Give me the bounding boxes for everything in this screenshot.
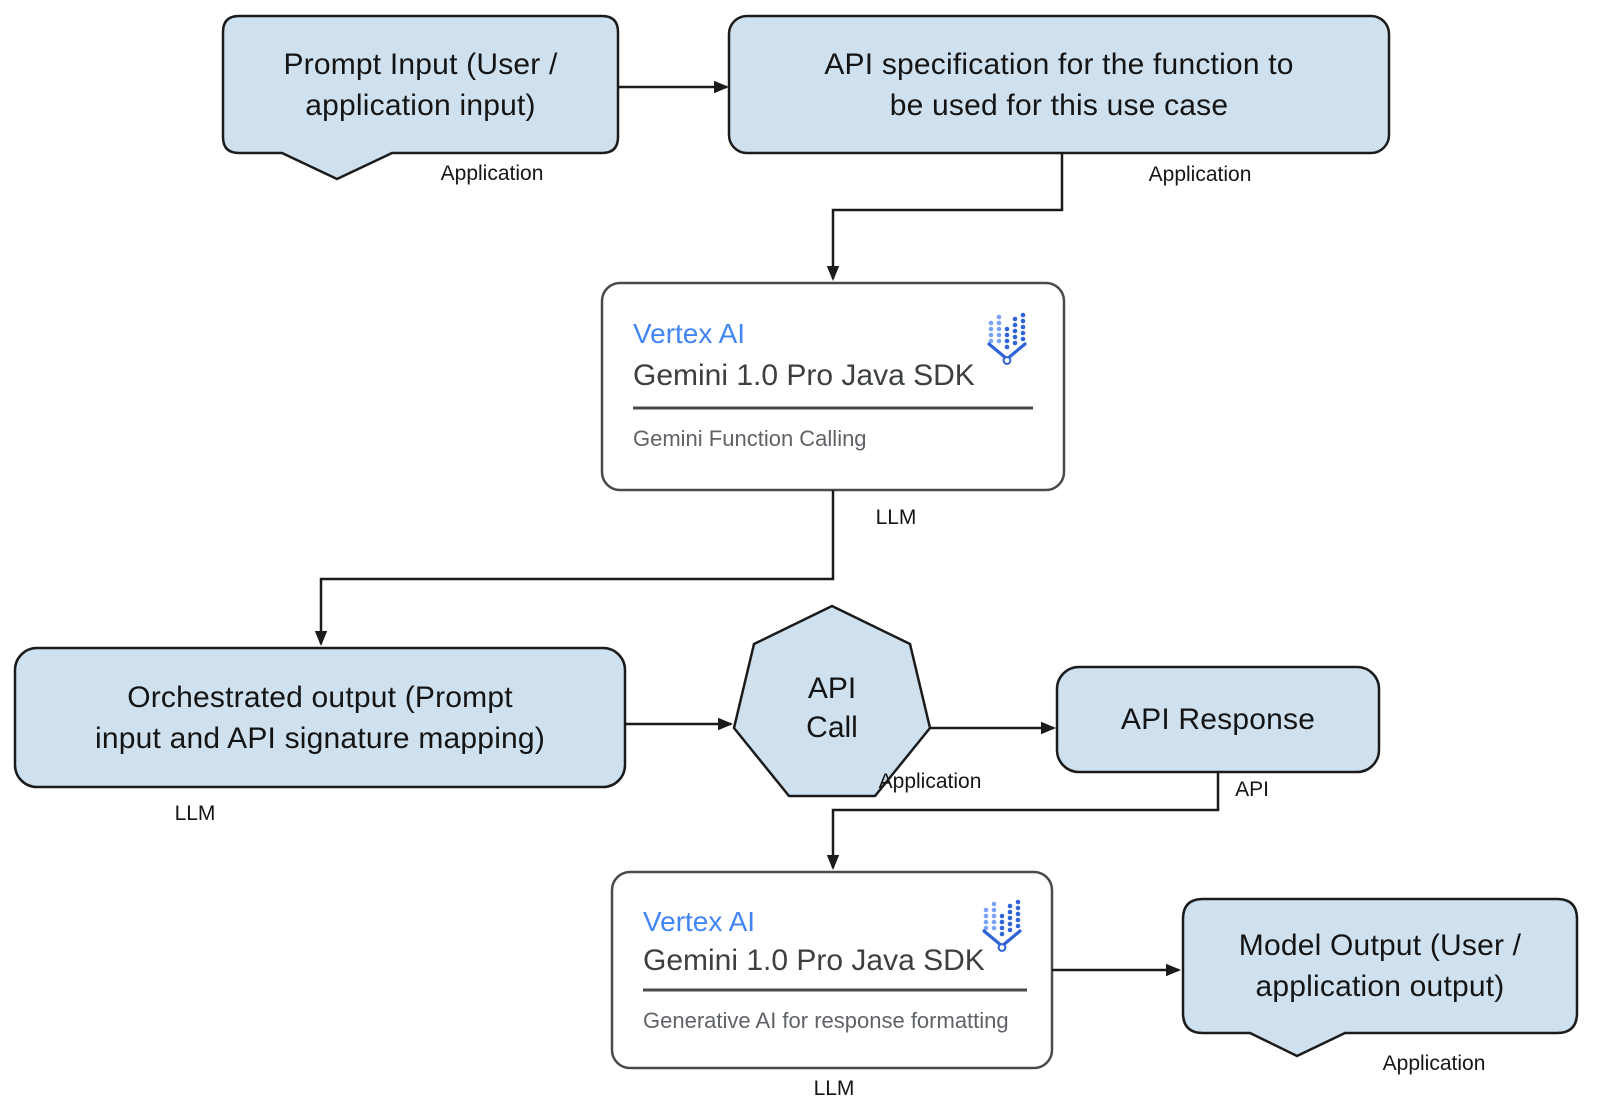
card-subtitle: Generative AI for response formatting xyxy=(643,1008,1009,1033)
tag-api: API xyxy=(1235,778,1269,801)
label-line: API xyxy=(807,672,857,705)
tag-application: Application xyxy=(1148,163,1252,186)
label-line: input and API signature mapping) xyxy=(94,721,546,755)
connector-apispec-to-sdk1 xyxy=(826,153,1064,281)
tag-application: Application xyxy=(878,770,982,793)
tag-application: Application xyxy=(1382,1052,1486,1075)
node-api-spec-shape xyxy=(727,14,1391,155)
node-model-output-label: Model Output (User / application output) xyxy=(1183,899,1577,1033)
tag-llm: LLM xyxy=(174,802,216,825)
label-line: Prompt Input (User / xyxy=(283,47,558,81)
label-line: Call xyxy=(806,711,858,744)
node-api-call-label: API Call xyxy=(806,669,858,747)
card-subtitle: Gemini Function Calling xyxy=(633,426,867,451)
card-product-name: Vertex AI xyxy=(643,906,756,937)
label-line: application output) xyxy=(1255,970,1505,1003)
label-line: API Response xyxy=(1120,703,1316,736)
node-api-call-shape xyxy=(732,604,932,798)
card-title: Gemini 1.0 Pro Java SDK xyxy=(643,944,985,977)
tag-llm: LLM xyxy=(813,1077,855,1100)
node-orchestrated-output-shape xyxy=(13,646,627,789)
connector-apiresponse-to-sdk2 xyxy=(826,772,1220,870)
node-prompt-input-shape xyxy=(221,14,620,181)
label-line: Orchestrated output (Prompt xyxy=(127,680,513,714)
label-line: API specification for the function to xyxy=(824,47,1294,81)
connector-sdk1-to-orchestrated xyxy=(314,490,835,646)
label-line: application input) xyxy=(305,88,536,122)
card-product-name: Vertex AI xyxy=(633,318,746,349)
node-model-output-shape xyxy=(1181,897,1579,1058)
label-line: be used for this use case xyxy=(889,88,1229,122)
node-orchestrated-output-label: Orchestrated output (Prompt input and AP… xyxy=(15,648,625,787)
node-api-response-label: API Response xyxy=(1057,667,1379,772)
node-prompt-input-label: Prompt Input (User / application input) xyxy=(223,16,618,153)
tag-llm: LLM xyxy=(875,506,917,529)
card-title: Gemini 1.0 Pro Java SDK xyxy=(633,359,975,392)
label-line: Model Output (User / xyxy=(1238,929,1522,962)
tag-application: Application xyxy=(440,162,544,185)
node-api-spec-label: API specification for the function to be… xyxy=(729,16,1389,153)
